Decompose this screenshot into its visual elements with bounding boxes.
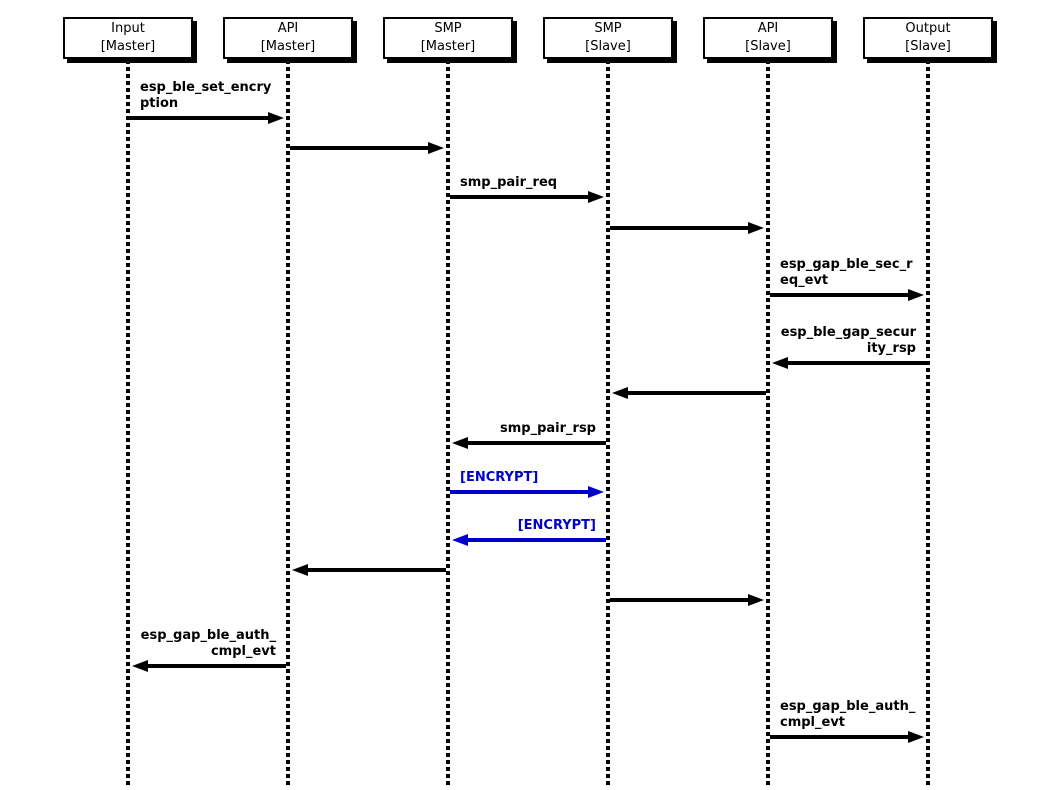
message-line: [306, 568, 446, 572]
lifeline: [606, 60, 610, 786]
message-label: smp_pair_req: [460, 175, 558, 190]
lifeline: [446, 60, 450, 786]
message-label: [ENCRYPT]: [460, 470, 539, 485]
actor-box: SMP [Slave]: [543, 17, 673, 59]
actor-role: [Master]: [420, 39, 476, 54]
actor-role: [Master]: [260, 39, 316, 54]
message-line: [146, 664, 286, 668]
actor-role: [Slave]: [745, 39, 791, 54]
arrowhead-icon: [772, 357, 788, 369]
actor-name: SMP: [594, 21, 622, 36]
message-label: [ENCRYPT]: [517, 518, 596, 533]
actor-role: [Slave]: [905, 39, 951, 54]
arrowhead-icon: [748, 222, 764, 234]
arrowhead-icon: [132, 660, 148, 672]
actor-box: Input [Master]: [63, 17, 193, 59]
message-line: [290, 146, 430, 150]
arrowhead-icon: [908, 289, 924, 301]
message-label: esp_ble_set_encry ption: [140, 80, 272, 111]
arrowhead-icon: [588, 486, 604, 498]
lifeline: [926, 60, 930, 786]
actor-role: [Master]: [100, 39, 156, 54]
message-label: esp_ble_gap_secur ity_rsp: [780, 325, 916, 356]
arrowhead-icon: [908, 731, 924, 743]
message-line: [770, 293, 910, 297]
actor-name: Output: [905, 21, 951, 36]
message-line: [770, 735, 910, 739]
arrowhead-icon: [452, 534, 468, 546]
message-line: [130, 116, 270, 120]
actor-name: API: [277, 21, 299, 36]
actor-box: SMP [Master]: [383, 17, 513, 59]
message-label: esp_gap_ble_auth_ cmpl_evt: [780, 699, 916, 730]
lifeline: [286, 60, 290, 786]
message-label: smp_pair_rsp: [500, 421, 596, 436]
arrowhead-icon: [268, 112, 284, 124]
actor-name: API: [757, 21, 779, 36]
lifeline: [126, 60, 130, 786]
actor-box: API [Master]: [223, 17, 353, 59]
arrowhead-icon: [748, 594, 764, 606]
message-line: [786, 361, 926, 365]
actor-name: Input: [111, 21, 145, 36]
message-line: [610, 226, 750, 230]
message-line: [626, 391, 766, 395]
arrowhead-icon: [612, 387, 628, 399]
arrowhead-icon: [428, 142, 444, 154]
arrowhead-icon: [292, 564, 308, 576]
arrowhead-icon: [452, 437, 468, 449]
message-line: [610, 598, 750, 602]
lifeline: [766, 60, 770, 786]
actor-role: [Slave]: [585, 39, 631, 54]
message-label: esp_gap_ble_sec_r eq_evt: [780, 257, 913, 288]
message-label: esp_gap_ble_auth_ cmpl_evt: [140, 628, 276, 659]
message-line: [450, 490, 590, 494]
message-line: [466, 538, 606, 542]
message-line: [466, 441, 606, 445]
message-line: [450, 195, 590, 199]
actor-name: SMP: [434, 21, 462, 36]
actor-box: Output [Slave]: [863, 17, 993, 59]
actor-box: API [Slave]: [703, 17, 833, 59]
arrowhead-icon: [588, 191, 604, 203]
